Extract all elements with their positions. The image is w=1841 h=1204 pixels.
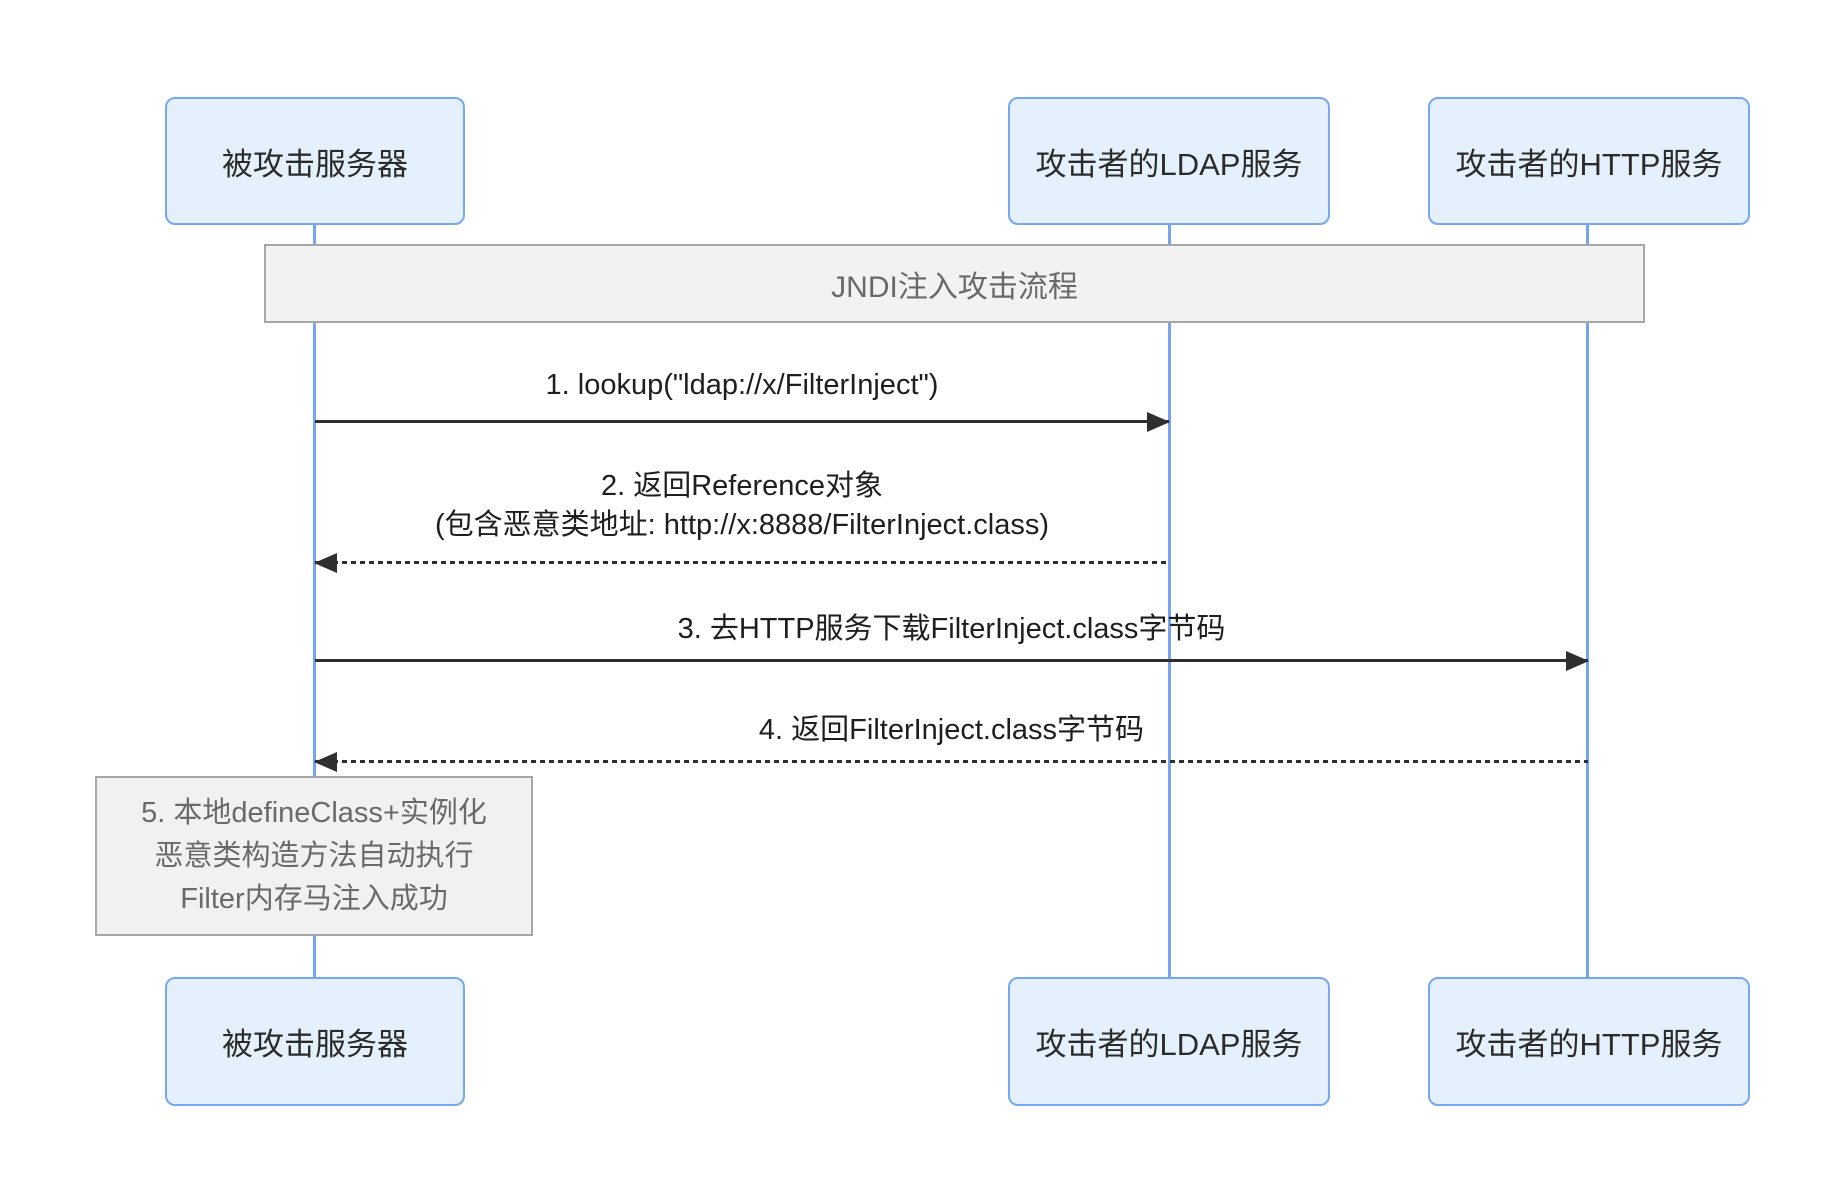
actor-top-ldap-service: 攻击者的LDAP服务 [1008,97,1330,225]
lifeline-ldap-service [1168,225,1171,977]
actor-top-http-service: 攻击者的HTTP服务 [1428,97,1750,225]
actor-label-ldap-service: 攻击者的LDAP服务 [1035,146,1303,182]
actor-label-http-service: 攻击者的HTTP服务 [1455,1027,1723,1062]
message-1-arrow [315,411,1170,432]
actor-label-http-service: 攻击者的HTTP服务 [1455,146,1723,182]
arrowhead-right-icon [1147,411,1170,432]
note-line-2: 恶意类构造方法自动执行 [154,839,474,872]
actor-bottom-http-service: 攻击者的HTTP服务 [1428,977,1750,1106]
note-line-1: 5. 本地defineClass+实例化 [141,796,487,829]
actor-label-attacked-server: 被攻击服务器 [222,1027,408,1062]
message-2-arrow [314,552,1169,573]
message-1-label: 1. lookup("ldap://x/FilterInject") [315,366,1169,405]
title-frame: JNDI注入攻击流程 [264,244,1645,323]
actor-bottom-ldap-service: 攻击者的LDAP服务 [1008,977,1330,1106]
actor-label-attacked-server: 被攻击服务器 [222,146,408,182]
lifeline-attacked-server [313,225,316,977]
actor-label-ldap-service: 攻击者的LDAP服务 [1035,1027,1303,1062]
diagram-title: JNDI注入攻击流程 [831,270,1078,304]
actor-bottom-attacked-server: 被攻击服务器 [165,977,465,1106]
arrowhead-left-icon [314,751,337,772]
message-1-text: 1. lookup("ldap://x/FilterInject") [545,369,939,401]
message-2-text-line1: 2. 返回Reference对象 [600,470,884,502]
message-3-arrow [315,650,1589,671]
message-3-label: 3. 去HTTP服务下载FilterInject.class字节码 [315,610,1588,649]
arrowhead-right-icon [1566,650,1589,671]
message-4-arrow [314,751,1588,772]
message-3-text: 3. 去HTTP服务下载FilterInject.class字节码 [677,613,1226,645]
message-4-label: 4. 返回FilterInject.class字节码 [315,711,1588,750]
note-line-3: Filter内存马注入成功 [180,882,448,915]
actor-top-attacked-server: 被攻击服务器 [165,97,465,225]
message-4-text: 4. 返回FilterInject.class字节码 [758,714,1145,746]
message-2-label: 2. 返回Reference对象 (包含恶意类地址: http://x:8888… [315,467,1169,545]
arrowhead-left-icon [314,552,337,573]
lifeline-http-service [1586,225,1589,977]
note-step-5: 5. 本地defineClass+实例化 恶意类构造方法自动执行 Filter内… [95,776,533,936]
message-2-text-line2: (包含恶意类地址: http://x:8888/FilterInject.cla… [435,509,1049,541]
